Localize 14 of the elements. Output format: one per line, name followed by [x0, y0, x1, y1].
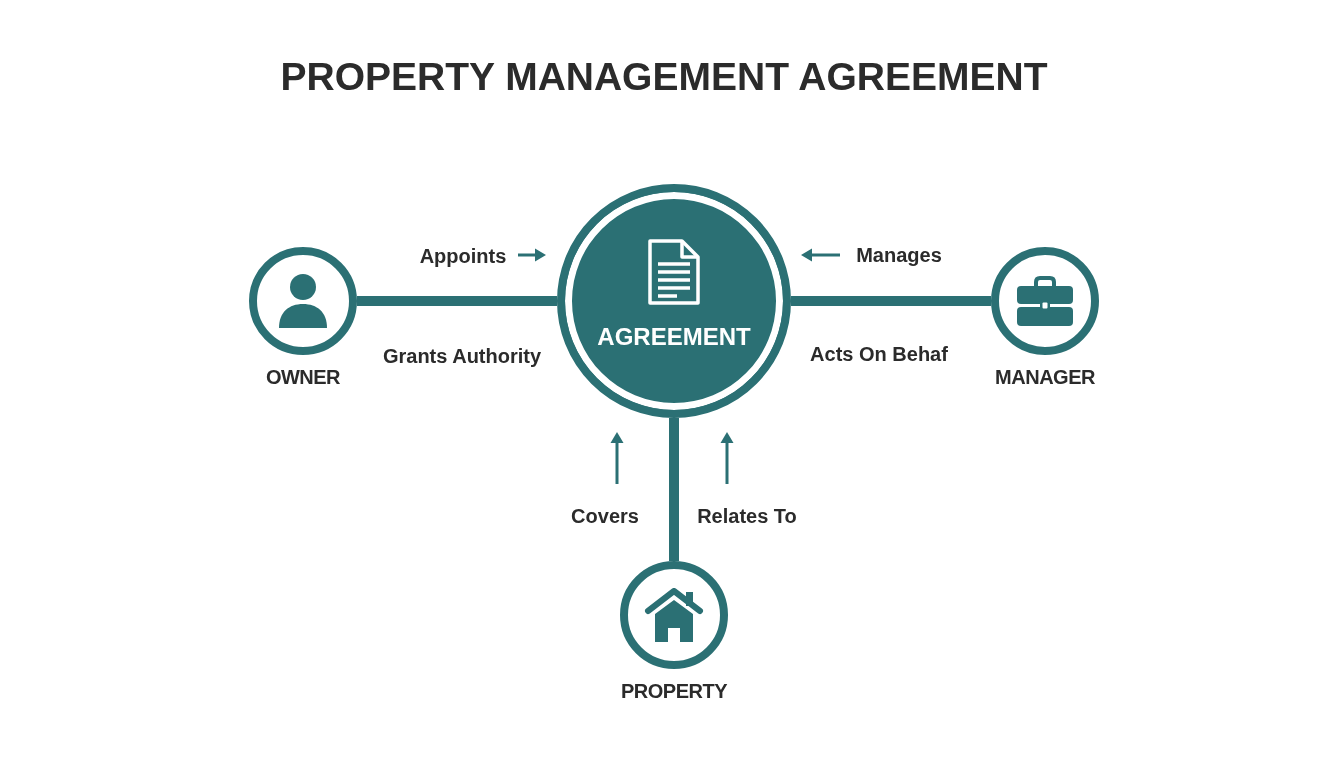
node-label: OWNER: [265, 365, 341, 389]
relation-label: Relates To: [697, 504, 797, 528]
node-label: AGREEMENT: [597, 325, 751, 349]
node-label: PROPERTY: [621, 679, 727, 703]
relation-label: Grants Authority: [382, 344, 542, 368]
connector-line: [357, 296, 557, 306]
connector-line: [791, 296, 991, 306]
connector-line: [669, 418, 679, 561]
node-label: MANAGER: [995, 365, 1095, 389]
relation-label: Appoints: [419, 244, 507, 268]
relation-label: Manages: [856, 243, 942, 267]
relation-label: Covers: [571, 504, 639, 528]
diagram-title: PROPERTY MANAGEMENT AGREEMENT: [280, 57, 1048, 96]
relation-label: Acts On Behaf: [810, 342, 948, 366]
